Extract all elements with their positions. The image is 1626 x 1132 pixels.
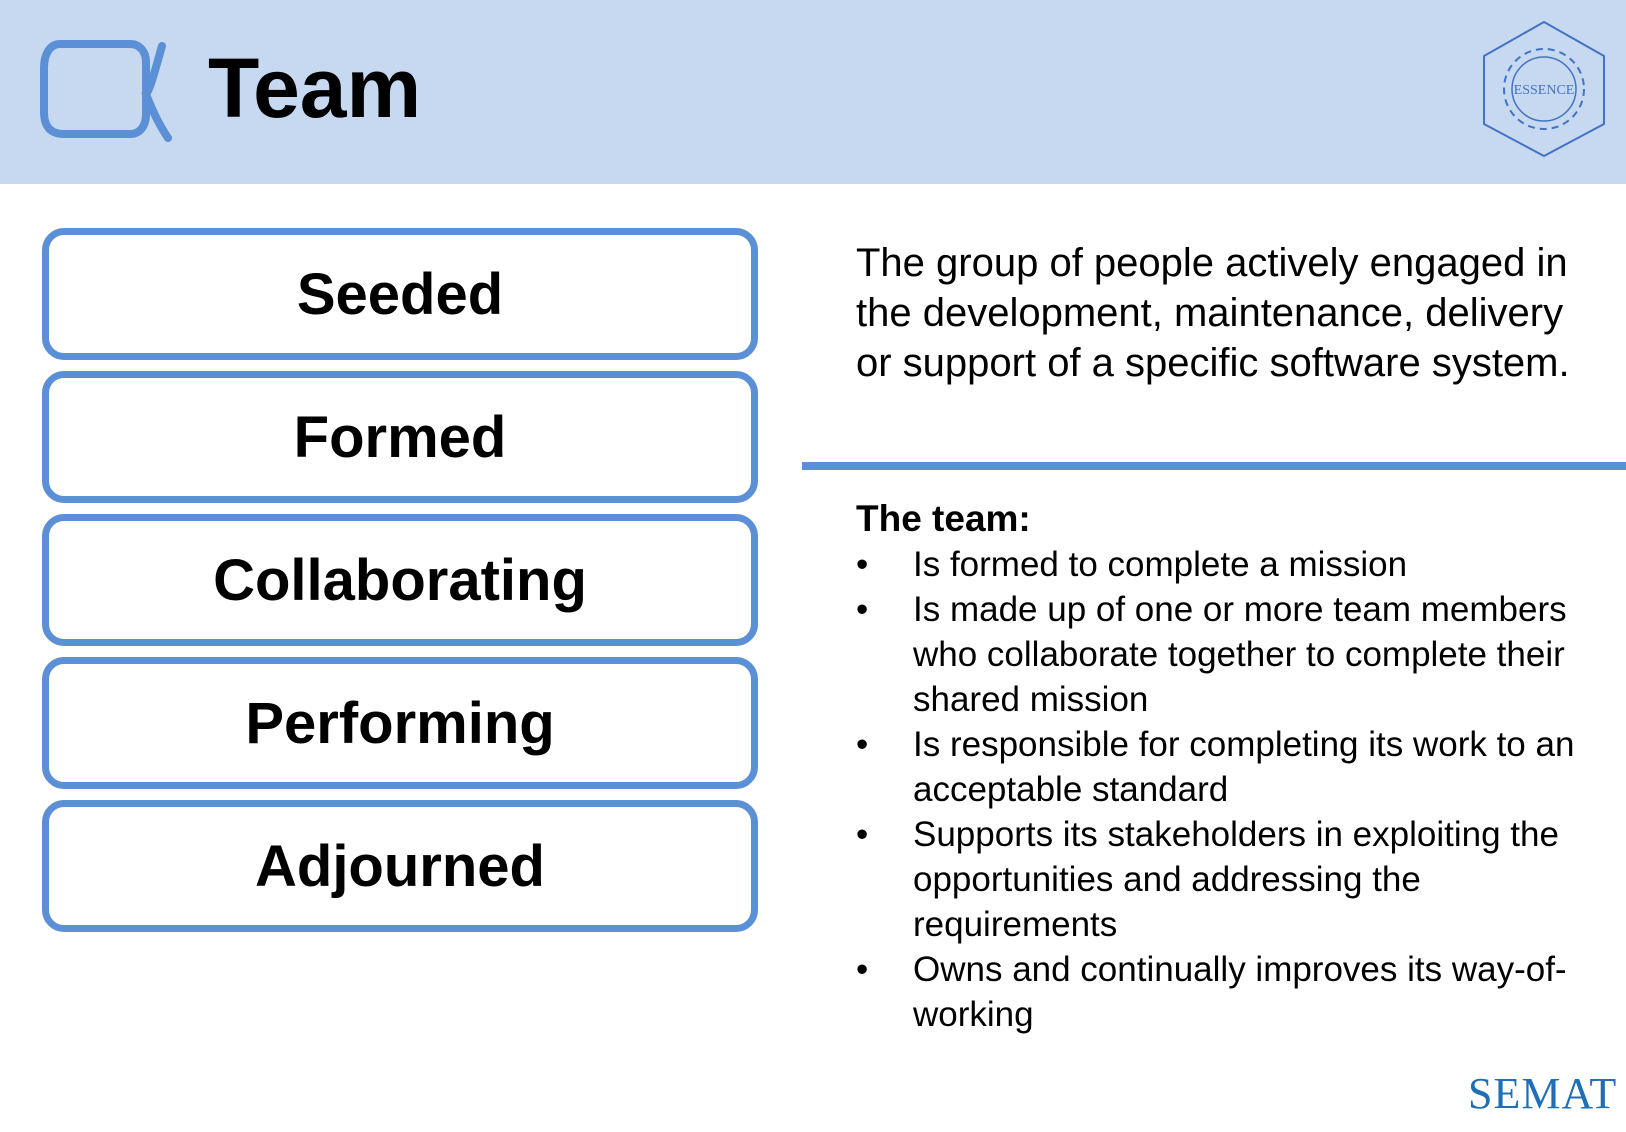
list-item-text: Is responsible for completing its work t…: [913, 725, 1575, 809]
details-heading: The team:: [856, 498, 1031, 539]
state-label: Adjourned: [255, 833, 545, 899]
bullet-icon: •: [856, 590, 869, 629]
team-description: The group of people actively engaged in …: [856, 241, 1570, 385]
list-item: • Is responsible for completing its work…: [856, 722, 1576, 812]
state-card-collaborating[interactable]: Collaborating: [42, 514, 758, 646]
details-list: • Is formed to complete a mission • Is m…: [856, 542, 1576, 1037]
state-label: Collaborating: [213, 547, 587, 613]
page-title: Team: [208, 41, 422, 135]
state-card-performing[interactable]: Performing: [42, 657, 758, 789]
list-item-text: Is formed to complete a mission: [913, 545, 1408, 584]
list-item: • Is made up of one or more team members…: [856, 587, 1576, 722]
bullet-icon: •: [856, 545, 869, 584]
section-divider: [802, 462, 1626, 470]
list-item-text: Supports its stakeholders in exploiting …: [913, 815, 1559, 944]
alpha-icon: [40, 40, 172, 142]
state-label: Performing: [245, 690, 555, 756]
list-item-text: Owns and continually improves its way-of…: [913, 950, 1567, 1034]
essence-logo: ESSENCE: [1483, 20, 1605, 158]
header-banner: Team ESSENCE: [0, 0, 1626, 184]
list-item: • Supports its stakeholders in exploitin…: [856, 812, 1576, 947]
list-item: • Is formed to complete a mission: [856, 542, 1576, 587]
essence-logo-text: ESSENCE: [1514, 83, 1575, 98]
semat-logo: SEMAT: [1468, 1046, 1618, 1118]
state-card-formed[interactable]: Formed: [42, 371, 758, 503]
semat-logo-text: SEMAT: [1468, 1069, 1618, 1118]
state-label: Seeded: [296, 261, 504, 327]
bullet-icon: •: [856, 815, 869, 854]
state-list: Seeded Formed Collaborating Performing A…: [42, 228, 758, 943]
state-card-adjourned[interactable]: Adjourned: [42, 800, 758, 932]
list-item: • Owns and continually improves its way-…: [856, 947, 1576, 1037]
state-label: Formed: [293, 404, 507, 470]
bullet-icon: •: [856, 725, 869, 764]
state-card-seeded[interactable]: Seeded: [42, 228, 758, 360]
bullet-icon: •: [856, 950, 869, 989]
list-item-text: Is made up of one or more team members w…: [913, 590, 1567, 719]
